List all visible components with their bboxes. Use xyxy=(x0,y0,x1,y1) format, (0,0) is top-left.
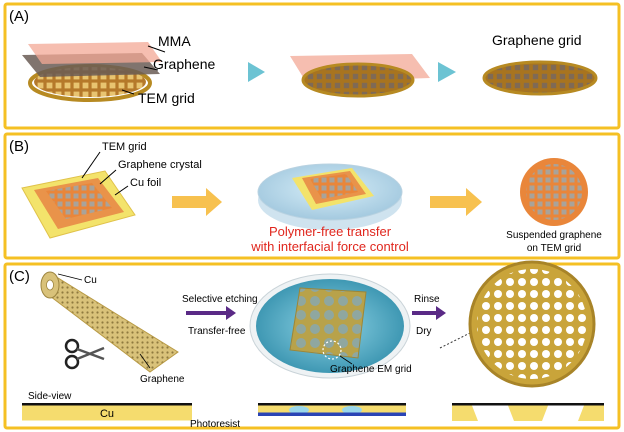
tem-grid-squares xyxy=(46,183,112,219)
transfer-subtitle: with interfacial force control xyxy=(250,239,409,254)
label-graphene: Graphene xyxy=(153,56,215,72)
side-cu-bar xyxy=(22,405,192,421)
final-support-1 xyxy=(452,405,478,421)
cu-roll xyxy=(40,271,179,373)
grid-under-mma xyxy=(301,62,415,98)
panel-a-frame xyxy=(3,2,621,130)
side-graphene-line xyxy=(22,403,192,406)
dish-grid xyxy=(310,174,358,199)
panel-c: (C) Cu Graphene Side-view Cu Selective e… xyxy=(3,260,621,430)
holey-graphene-grid xyxy=(477,269,587,379)
label-graphene-grid: Graphene grid xyxy=(492,32,582,48)
resist-cu-layer xyxy=(258,405,406,413)
label-suspended-1: Suspended graphene xyxy=(506,230,602,241)
photoresist-layer xyxy=(258,412,406,416)
arrow-a-2 xyxy=(438,62,456,82)
label-graphene-crystal: Graphene crystal xyxy=(118,159,202,171)
zoom-pointer xyxy=(439,331,473,349)
label-cu-foil: Cu foil xyxy=(130,177,161,189)
scissors-icon xyxy=(64,338,105,370)
graphene-pointer xyxy=(143,66,159,71)
em-grid-pointer xyxy=(339,355,353,365)
arrow-c-1 xyxy=(186,306,236,320)
cu-roll-core xyxy=(46,279,54,291)
label-rinse: Rinse xyxy=(414,294,440,305)
arrow-b-2 xyxy=(430,188,482,216)
panel-b-tag: (B) xyxy=(9,138,29,155)
panel-a: (A) MMA Graphene TEM grid Graphene grid xyxy=(3,2,621,130)
graphene-pointer-c xyxy=(139,353,151,369)
label-transfer-free: Transfer-free xyxy=(188,326,246,337)
panel-c-frame xyxy=(3,262,621,430)
mma-on-grid xyxy=(290,54,430,98)
etching-dish xyxy=(249,273,411,379)
resist-graphene-line xyxy=(258,403,406,406)
mma-pointer xyxy=(147,45,166,53)
transfer-dish xyxy=(257,163,403,230)
tem-grid-pointer xyxy=(121,89,135,95)
suspended-grid-pattern xyxy=(526,164,582,220)
label-tem-grid: TEM grid xyxy=(138,90,195,106)
graphene-em-grid-array xyxy=(289,287,367,359)
graphene-grid-result xyxy=(482,60,598,96)
final-graphene-line xyxy=(452,403,604,406)
tem-grid-stack xyxy=(22,42,166,102)
mma-layer xyxy=(28,42,162,64)
label-em-grid: Graphene EM grid xyxy=(330,364,412,375)
panel-c-tag: (C) xyxy=(9,268,30,285)
cu-sheet xyxy=(41,277,179,373)
arrow-b-1 xyxy=(172,188,222,216)
foil-pointer xyxy=(114,185,129,196)
label-b-tem-grid: TEM grid xyxy=(102,141,147,153)
label-dry: Dry xyxy=(416,326,432,337)
resist-pocket-1 xyxy=(289,406,309,414)
label-selective-etching: Selective etching xyxy=(182,294,258,305)
label-cu-bar: Cu xyxy=(100,408,114,420)
arrow-a-1 xyxy=(248,62,265,82)
cu-pointer xyxy=(57,273,83,281)
label-cu-roll: Cu xyxy=(84,275,97,286)
panel-b-frame xyxy=(3,132,621,260)
panel-a-tag: (A) xyxy=(9,8,29,25)
tem-grid-pointer-b xyxy=(81,151,101,179)
label-graphene-c: Graphene xyxy=(140,374,185,385)
crystal-pointer xyxy=(99,169,117,185)
label-side-view: Side-view xyxy=(28,391,72,402)
label-mma: MMA xyxy=(158,33,191,49)
final-support-2 xyxy=(508,405,548,421)
panel-b: (B) TEM grid Graphene crystal Cu foil Po… xyxy=(3,132,621,260)
label-photoresist: Photoresist xyxy=(190,419,240,430)
resist-pocket-2 xyxy=(342,406,362,414)
final-support-3 xyxy=(578,405,604,421)
transfer-title: Polymer-free transfer xyxy=(269,224,392,239)
em-grid-marker xyxy=(322,340,342,360)
label-suspended-2: on TEM grid xyxy=(527,243,581,254)
arrow-c-2 xyxy=(412,306,446,320)
